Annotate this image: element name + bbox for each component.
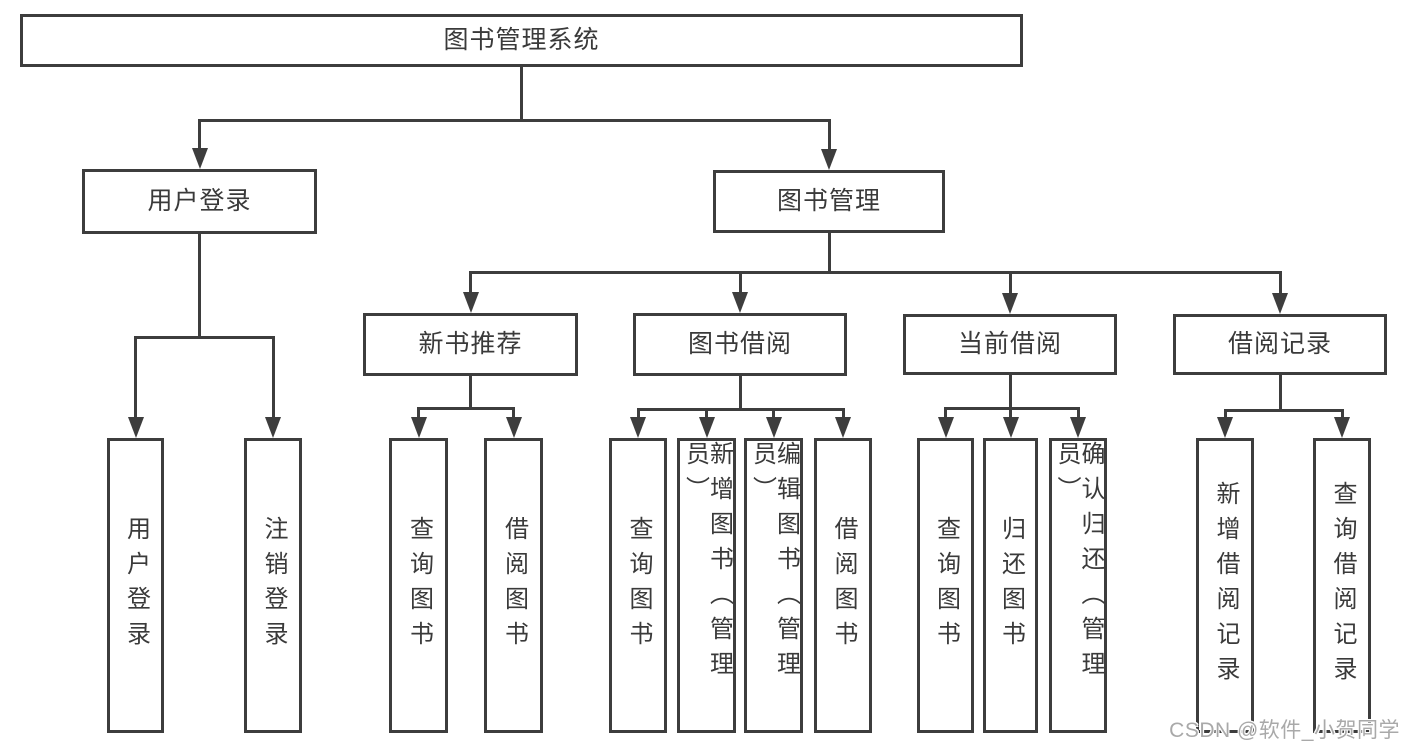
diagram-node-label-leaf-borrow-book-2: 借阅图书 xyxy=(830,515,857,656)
edge-drop-borrowing-records-leaf-query-borrow-record xyxy=(1340,409,1344,423)
diagram-node-leaf-borrow-book-1: 借阅图书 xyxy=(484,438,543,733)
diagram-node-leaf-query-book-2: 查询图书 xyxy=(609,438,667,733)
edge-stem-borrowing-records xyxy=(1278,373,1282,412)
diagram-node-leaf-add-book: 新增图书（管理员） xyxy=(677,438,736,733)
edge-drop-book-borrowing-leaf-borrow-book-2 xyxy=(841,408,845,423)
diagram-node-label-leaf-query-book-2: 查询图书 xyxy=(625,515,652,656)
diagram-node-label-user-login: 用户登录 xyxy=(147,186,252,215)
diagram-node-label-current-borrowing: 当前借阅 xyxy=(957,329,1062,358)
diagram-node-book-borrowing: 图书借阅 xyxy=(633,313,847,376)
edge-stem-new-book-recommend xyxy=(469,374,472,410)
arrow-down-icon xyxy=(835,417,851,438)
diagram-node-label-leaf-return-book: 归还图书 xyxy=(997,515,1025,656)
diagram-node-root: 图书管理系统 xyxy=(20,14,1023,67)
diagram-node-label-leaf-user-login: 用户登录 xyxy=(122,515,150,656)
diagram-node-label-book-management: 图书管理 xyxy=(776,186,881,215)
diagram-node-leaf-edit-book: 编辑图书（管理员） xyxy=(744,438,803,733)
diagram-node-label-leaf-query-book-3: 查询图书 xyxy=(932,515,960,656)
edge-drop-book-management-new-book-recommend xyxy=(469,271,472,298)
diagram-node-book-management: 图书管理 xyxy=(713,170,945,233)
diagram-node-label-leaf-add-book: 新增图书（管理员） xyxy=(681,441,733,686)
diagram-node-label-leaf-borrow-book-1: 借阅图书 xyxy=(500,515,528,656)
edge-drop-book-management-book-borrowing xyxy=(738,271,742,298)
diagram-node-label-new-book-recommend: 新书推荐 xyxy=(418,329,523,358)
diagram-node-leaf-user-login: 用户登录 xyxy=(107,438,164,733)
arrow-down-icon xyxy=(505,417,522,438)
diagram-node-label-leaf-query-book-1: 查询图书 xyxy=(405,515,433,656)
arrow-down-icon xyxy=(821,149,837,170)
diagram-node-user-login: 用户登录 xyxy=(82,169,317,234)
arrow-down-icon xyxy=(1217,417,1233,438)
arrow-down-icon xyxy=(462,292,479,313)
edge-drop-root-user-login xyxy=(198,119,201,154)
diagram-node-label-leaf-confirm-return: 确认归还（管理员） xyxy=(1053,441,1104,686)
edge-drop-new-book-recommend-leaf-query-book-1 xyxy=(417,407,420,423)
edge-drop-user-login-leaf-logout xyxy=(271,336,275,423)
diagram-node-label-leaf-edit-book: 编辑图书（管理员） xyxy=(748,441,800,686)
edge-drop-borrowing-records-leaf-add-borrow-record xyxy=(1223,409,1227,423)
diagram-node-leaf-query-book-1: 查询图书 xyxy=(389,438,448,733)
arrow-down-icon xyxy=(765,417,782,438)
arrow-down-icon xyxy=(698,417,715,438)
arrow-down-icon xyxy=(630,417,646,438)
edge-branch-book-borrowing xyxy=(636,408,845,411)
diagram-node-leaf-return-book: 归还图书 xyxy=(983,438,1038,733)
diagram-node-new-book-recommend: 新书推荐 xyxy=(363,313,578,376)
diagram-node-leaf-logout: 注销登录 xyxy=(244,438,302,733)
edge-drop-book-management-borrowing-records xyxy=(1278,271,1282,299)
diagram-node-leaf-add-borrow-record: 新增借阅记录 xyxy=(1196,438,1254,733)
arrow-down-icon xyxy=(127,417,144,438)
diagram-node-leaf-query-book-3: 查询图书 xyxy=(917,438,974,733)
arrow-down-icon xyxy=(1070,417,1086,438)
diagram-node-leaf-borrow-book-2: 借阅图书 xyxy=(814,438,872,733)
arrow-down-icon xyxy=(1002,293,1018,314)
edge-drop-new-book-recommend-leaf-borrow-book-1 xyxy=(512,407,515,423)
edge-stem-current-borrowing xyxy=(1008,373,1012,410)
diagram-node-label-borrowing-records: 借阅记录 xyxy=(1227,329,1332,358)
edge-drop-book-borrowing-leaf-edit-book xyxy=(772,408,775,423)
arrow-down-icon xyxy=(410,417,427,438)
arrow-down-icon xyxy=(1334,417,1350,438)
diagram-node-label-root: 图书管理系统 xyxy=(443,25,600,54)
edge-branch-book-management xyxy=(469,271,1282,274)
edge-stem-root xyxy=(520,65,523,122)
edge-stem-book-borrowing xyxy=(738,374,742,411)
edge-branch-new-book-recommend xyxy=(417,407,515,410)
edge-drop-current-borrowing-leaf-query-book-3 xyxy=(944,407,947,423)
diagram-node-label-book-borrowing: 图书借阅 xyxy=(687,329,792,358)
edge-branch-user-login xyxy=(134,336,275,339)
edge-stem-user-login xyxy=(198,232,201,339)
edge-branch-borrowing-records xyxy=(1223,409,1344,412)
edge-drop-current-borrowing-leaf-return-book xyxy=(1009,407,1012,423)
arrow-down-icon xyxy=(1272,293,1288,314)
edge-stem-book-management xyxy=(827,231,831,274)
edge-drop-book-borrowing-leaf-query-book-2 xyxy=(636,408,640,423)
edge-drop-current-borrowing-leaf-confirm-return xyxy=(1076,407,1080,423)
arrow-down-icon xyxy=(937,417,954,438)
edge-drop-book-management-current-borrowing xyxy=(1008,271,1012,299)
diagram-node-label-leaf-add-borrow-record: 新增借阅记录 xyxy=(1212,480,1239,691)
diagram-node-label-leaf-logout: 注销登录 xyxy=(260,515,287,656)
edge-drop-book-borrowing-leaf-add-book xyxy=(705,408,708,423)
diagram-node-current-borrowing: 当前借阅 xyxy=(903,314,1117,375)
edge-branch-root xyxy=(198,119,831,122)
watermark: CSDN @软件_小贺同学 xyxy=(1169,719,1400,742)
diagram-node-leaf-query-borrow-record: 查询借阅记录 xyxy=(1313,438,1371,733)
arrow-down-icon xyxy=(732,292,748,313)
diagram-node-borrowing-records: 借阅记录 xyxy=(1173,314,1387,375)
edge-drop-root-book-management xyxy=(827,119,831,155)
arrow-down-icon xyxy=(265,417,281,438)
arrow-down-icon xyxy=(191,148,208,169)
edge-drop-user-login-leaf-user-login xyxy=(134,336,137,423)
diagram-node-label-leaf-query-borrow-record: 查询借阅记录 xyxy=(1329,480,1356,691)
diagram-node-leaf-confirm-return: 确认归还（管理员） xyxy=(1049,438,1107,733)
arrow-down-icon xyxy=(1002,417,1019,438)
